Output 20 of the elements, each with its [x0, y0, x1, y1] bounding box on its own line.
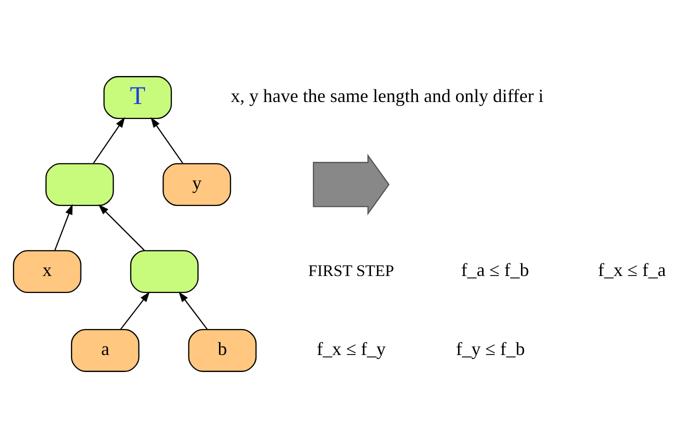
node-box: x — [12, 250, 82, 293]
node-box — [130, 250, 199, 293]
arrow — [92, 116, 126, 164]
label: f_a ≤ f_b — [461, 259, 529, 280]
node-box: b — [188, 328, 257, 372]
label: f_y ≤ f_b — [456, 338, 525, 360]
label: FIRST STEP — [308, 261, 394, 280]
arrow — [54, 204, 73, 250]
node-box: T — [103, 76, 172, 118]
arrow — [150, 116, 184, 164]
arrow — [98, 204, 145, 250]
node-box: a — [70, 328, 140, 372]
node-arrow — [312, 153, 390, 215]
node-box — [45, 162, 114, 206]
arrow — [178, 291, 208, 330]
label: f_x ≤ f_a — [598, 259, 666, 280]
label: f_x ≤ f_y — [316, 338, 386, 360]
node-box: y — [162, 162, 232, 206]
arrow — [120, 291, 150, 330]
label: x, y have the same length and only differ i — [230, 85, 544, 106]
